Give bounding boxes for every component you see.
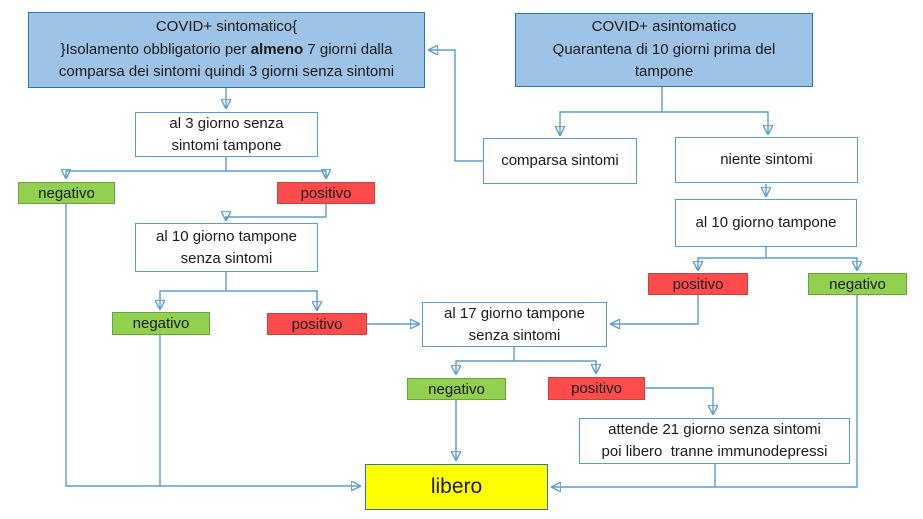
node-positivo-day3: positivo — [277, 182, 375, 204]
node-comparsa-sintomi-label: comparsa sintomi — [501, 152, 619, 170]
node-covid-asintomatico-label: COVID+ asintomatico Quarantena di 10 gio… — [552, 18, 776, 81]
node-negativo-day10-asintomatico-label: negativo — [829, 275, 886, 293]
connector-al17-split-right — [514, 360, 596, 372]
covid-sintomatico-text-bold: almeno — [250, 40, 304, 58]
node-positivo-day10-label: positivo — [291, 315, 343, 333]
connector-positivo17-to-attende — [645, 387, 713, 413]
node-negativo-day17: negativo — [407, 378, 506, 400]
connector-asint-split-right — [662, 111, 768, 133]
node-al17-tampone-label: al 17 giorno tampone senza sintomi — [444, 304, 585, 344]
node-attende-21-giorni-label: attende 21 giorno senza sintomi poi libe… — [601, 421, 828, 460]
node-al10-tampone-senza-sintomi: al 10 giorno tampone senza sintomi — [135, 223, 318, 272]
node-covid-asintomatico: COVID+ asintomatico Quarantena di 10 gio… — [515, 13, 813, 87]
node-al10-tampone-label: al 10 giorno tampone — [695, 214, 837, 232]
node-negativo-day3: negativo — [18, 182, 115, 204]
node-negativo-day3-label: negativo — [38, 184, 95, 202]
connector-al17-split-left — [456, 360, 514, 373]
node-negativo-day10-label: negativo — [132, 315, 190, 332]
connector-al3-split-left — [66, 157, 227, 177]
node-negativo-day10-asintomatico: negativo — [808, 273, 907, 295]
connector-al10t-split-left — [698, 257, 766, 269]
covid-sintomatico-title: COVID+ sintomatico — [155, 18, 293, 36]
connector-al10t-split-right — [766, 257, 857, 269]
connector-al10-split-left — [160, 290, 226, 308]
node-al3-tampone-label: al 3 giorno senza sintomi tampone — [169, 114, 284, 154]
node-negativo-day17-label: negativo — [428, 380, 485, 398]
connector-al3-split-right — [226, 171, 326, 177]
node-positivo-day3-label: positivo — [300, 184, 352, 202]
node-positivo-day10: positivo — [267, 313, 367, 335]
node-covid-sintomatico: COVID+ sintomatico{ }Isolamento obbligat… — [28, 12, 425, 88]
node-al17-tampone: al 17 giorno tampone senza sintomi — [422, 302, 607, 347]
node-covid-sintomatico-label: COVID+ sintomatico{ }Isolamento obbligat… — [58, 18, 395, 81]
node-libero: libero — [365, 464, 548, 510]
node-positivo-day10-asintomatico: positivo — [648, 273, 748, 295]
node-attende-21-giorni: attende 21 giorno senza sintomi poi libe… — [579, 418, 850, 464]
node-niente-sintomi: niente sintomi — [675, 137, 858, 183]
node-al10-tampone-senza-sintomi-label: al 10 giorno tampone senza sintomi — [156, 227, 297, 267]
node-positivo-day17: positivo — [548, 377, 645, 400]
node-positivo-day17-label: positivo — [571, 380, 622, 397]
node-comparsa-sintomi: comparsa sintomi — [483, 138, 637, 184]
node-al10-tampone: al 10 giorno tampone — [675, 199, 857, 247]
connector-asint-split-left — [560, 111, 662, 134]
connector-al10-split-right — [226, 290, 317, 309]
connector-positivo10a-to-al17 — [612, 295, 699, 324]
node-negativo-day10: negativo — [112, 312, 210, 335]
covid-sintomatico-text-pre: Isolamento obbligatorio per — [65, 40, 251, 58]
node-positivo-day10-asintomatico-label: positivo — [672, 275, 724, 293]
connector-positivo3g-to-al10 — [226, 204, 327, 219]
node-niente-sintomi-label: niente sintomi — [720, 151, 813, 169]
node-libero-label: libero — [430, 475, 483, 499]
node-al3-tampone: al 3 giorno senza sintomi tampone — [135, 112, 318, 157]
connector-comparsa-to-sintomatico — [430, 50, 483, 162]
covid-sintomatico-text-post: 7 giorni dalla comparsa dei sintomi quin… — [58, 40, 395, 81]
